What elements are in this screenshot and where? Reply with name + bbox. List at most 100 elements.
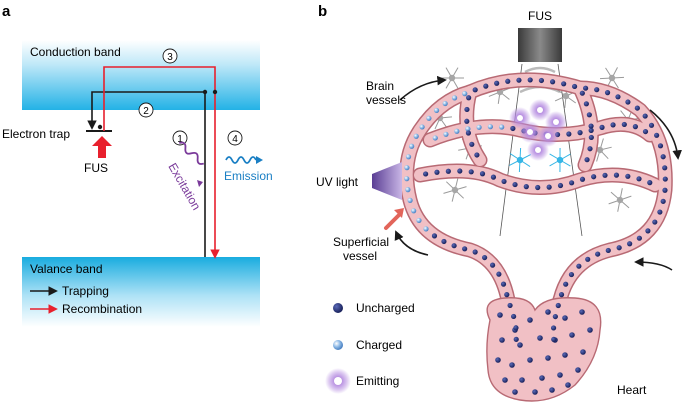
uncharged-particle — [509, 362, 515, 368]
uncharged-particle — [562, 352, 568, 358]
neuron-cell — [550, 148, 571, 172]
uncharged-particle — [579, 309, 585, 315]
panel-a: a Conduction band Valance band Electron … — [2, 3, 273, 327]
valance-band-label: Valance band — [30, 262, 103, 276]
uv-light-source — [372, 162, 402, 200]
svg-text:3: 3 — [167, 52, 173, 63]
uncharged-particle — [499, 337, 505, 343]
focus-line-left — [500, 64, 522, 236]
uncharged-particle — [451, 243, 456, 248]
panel-a-label: a — [2, 3, 11, 20]
charged-particle — [454, 129, 459, 134]
uncharged-particle — [636, 176, 641, 181]
uncharged-particle — [585, 257, 590, 262]
uncharged-particle — [557, 372, 563, 378]
uncharged-particle — [505, 79, 510, 84]
emitting-particle — [545, 133, 551, 139]
uncharged-particle — [556, 303, 561, 308]
charged-particle — [405, 187, 410, 192]
legend-charged-marker — [333, 340, 343, 350]
emitting-particle — [527, 129, 533, 135]
uncharged-particle — [584, 157, 589, 162]
legend-emitting-marker — [334, 377, 342, 385]
superficial-vessel-label-line2: vessel — [343, 249, 377, 263]
trapped-electron — [98, 125, 102, 129]
uncharged-particle — [539, 375, 545, 381]
uncharged-particle — [545, 309, 551, 315]
uncharged-particle — [652, 219, 657, 224]
step-2: 2 — [139, 103, 153, 117]
uncharged-particle — [512, 389, 518, 395]
neuron-cell — [440, 68, 464, 89]
uncharged-particle — [423, 171, 428, 176]
uncharged-particle — [550, 79, 555, 84]
uncharged-particle — [514, 337, 519, 342]
legend-uncharged-marker — [333, 303, 343, 313]
uncharged-particle — [663, 176, 668, 181]
charged-particle — [488, 124, 493, 129]
uncharged-particle — [504, 292, 509, 297]
uncharged-particle — [496, 272, 501, 277]
neuron-cell — [609, 188, 632, 212]
uncharged-particle — [643, 113, 648, 118]
uncharged-particle — [637, 236, 642, 241]
released-electron — [213, 90, 217, 94]
uncharged-particle — [617, 245, 622, 250]
uncharged-particle — [553, 314, 558, 319]
uncharged-particle — [469, 142, 474, 147]
uncharged-particle — [572, 84, 577, 89]
uncharged-particle — [446, 169, 451, 174]
uncharged-particle — [645, 228, 650, 233]
uncharged-particle — [495, 357, 501, 363]
uncharged-particle — [547, 185, 552, 190]
step-3: 3 — [163, 49, 177, 63]
legend-recombination-label: Recombination — [62, 302, 142, 316]
uncharged-particle — [501, 179, 506, 184]
uncharged-particle — [502, 377, 508, 383]
uncharged-particle — [587, 146, 592, 151]
uncharged-particle — [561, 81, 566, 86]
uncharged-particle — [625, 174, 630, 179]
uncharged-particle — [566, 131, 571, 136]
uncharged-particle — [658, 143, 663, 148]
superficial-vessel-arrow — [386, 214, 400, 228]
uncharged-particle — [587, 327, 593, 333]
uncharged-particle — [519, 377, 525, 383]
uncharged-particle — [569, 332, 575, 338]
emission-arrowhead — [256, 156, 263, 164]
svg-text:2: 2 — [143, 106, 149, 117]
uncharged-particle — [551, 325, 556, 330]
charged-particle — [420, 124, 425, 129]
uncharged-particle — [545, 355, 551, 361]
uncharged-particle — [466, 130, 471, 135]
emitting-particle — [517, 115, 523, 121]
uncharged-particle — [662, 165, 667, 170]
uncharged-particle — [647, 180, 652, 185]
emission-wave — [226, 157, 256, 163]
uncharged-particle — [507, 303, 512, 308]
uncharged-particle — [551, 337, 556, 342]
uncharged-particle — [491, 175, 496, 180]
uncharged-particle — [587, 112, 592, 117]
uncharged-particle — [635, 105, 640, 110]
excitation-label: Excitation — [165, 161, 203, 213]
uncharged-particle — [599, 125, 604, 130]
panel-b: b FUS — [316, 3, 678, 401]
uncharged-particle — [464, 119, 469, 124]
uncharged-particle — [434, 170, 439, 175]
uncharged-particle — [473, 249, 478, 254]
charged-particle — [416, 218, 421, 223]
charged-particle — [452, 95, 457, 100]
uncharged-particle — [562, 315, 568, 321]
uncharged-particle — [512, 182, 517, 187]
uncharged-particle — [462, 246, 467, 251]
emitting-particle — [535, 147, 541, 153]
charged-particle — [443, 132, 448, 137]
uncharged-particle — [528, 77, 533, 82]
fus-transducer — [518, 28, 562, 62]
neuron-cell — [443, 178, 466, 201]
uncharged-particle — [527, 317, 533, 323]
charged-particle — [408, 198, 413, 203]
uncharged-particle — [527, 357, 533, 363]
